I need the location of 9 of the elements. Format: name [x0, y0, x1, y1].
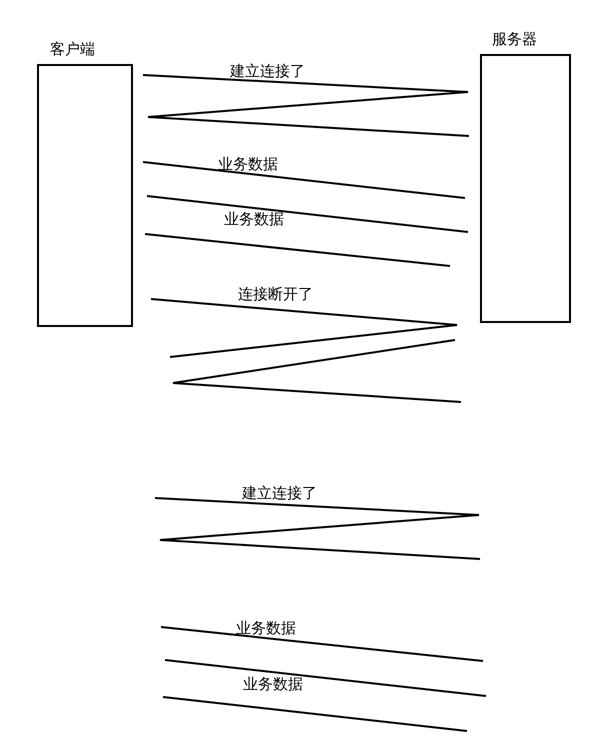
message-label: 业务数据: [218, 155, 278, 174]
message-label: 业务数据: [224, 210, 284, 229]
participant-title: 客户端: [50, 40, 95, 59]
message-label: 建立连接了: [230, 62, 305, 81]
message-label: 业务数据: [243, 675, 303, 694]
message-label: 业务数据: [236, 619, 296, 638]
message-label: 建立连接了: [242, 484, 317, 503]
message-label: 连接断开了: [238, 285, 313, 304]
participant-title: 服务器: [492, 30, 537, 49]
